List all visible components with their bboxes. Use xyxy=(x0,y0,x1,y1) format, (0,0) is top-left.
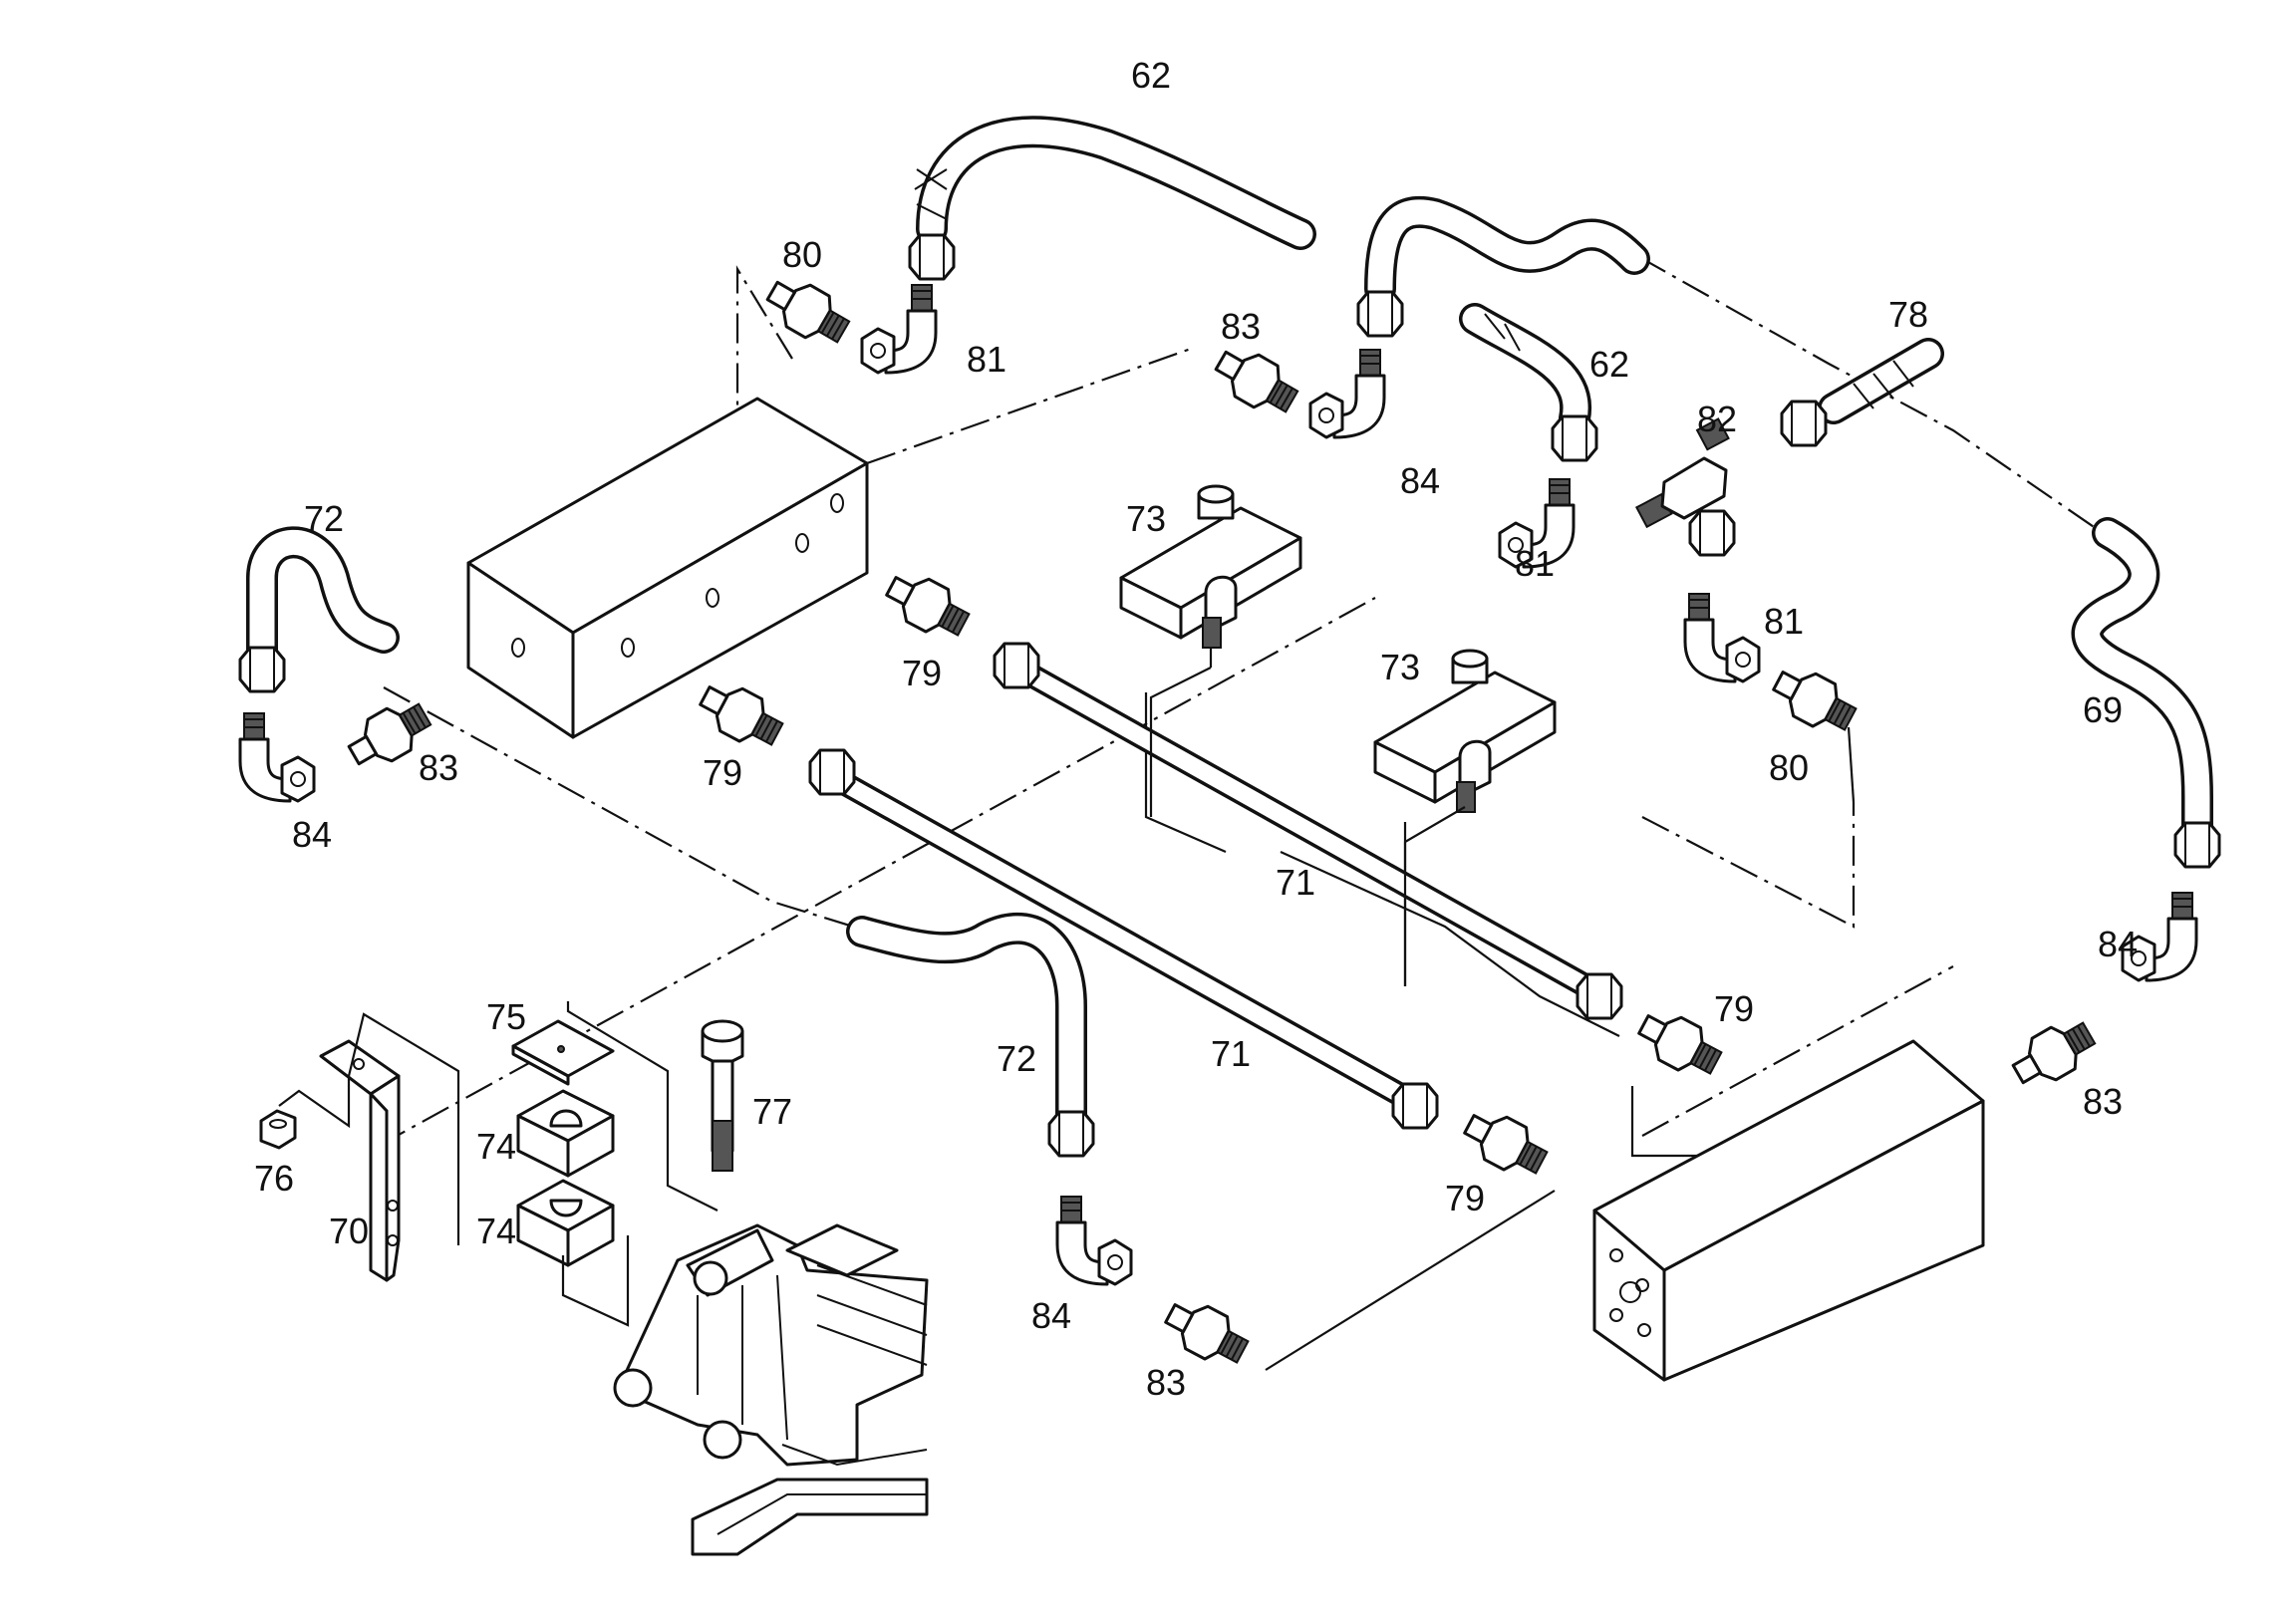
clamps-73 xyxy=(1119,484,1557,986)
callout-81: 81 xyxy=(1515,543,1555,584)
callout-72: 72 xyxy=(997,1038,1036,1079)
callout-73: 73 xyxy=(1126,498,1166,539)
callout-83: 83 xyxy=(1146,1362,1186,1403)
callout-81: 81 xyxy=(1764,601,1804,642)
callout-80: 80 xyxy=(782,234,822,275)
callout-labels: 62 80 81 83 84 62 78 82 81 81 80 69 72 7… xyxy=(254,55,2138,1403)
callout-78: 78 xyxy=(1888,294,1928,335)
callout-82: 82 xyxy=(1697,399,1737,439)
callout-75: 75 xyxy=(486,996,526,1037)
callout-69: 69 xyxy=(2083,689,2123,730)
callout-72: 72 xyxy=(304,498,344,539)
callout-62: 62 xyxy=(1131,55,1171,96)
callout-84: 84 xyxy=(1031,1295,1071,1336)
callout-76: 76 xyxy=(254,1158,294,1199)
callout-79: 79 xyxy=(1714,988,1754,1029)
valve-block-right xyxy=(1592,1039,1985,1382)
callout-79: 79 xyxy=(902,653,942,693)
callout-71: 71 xyxy=(1211,1033,1251,1074)
pipes-71 xyxy=(830,661,1616,1118)
callout-83: 83 xyxy=(2083,1081,2123,1122)
fittings xyxy=(238,233,2221,1375)
callout-80: 80 xyxy=(1769,747,1809,788)
callout-84: 84 xyxy=(2098,924,2138,964)
callout-70: 70 xyxy=(329,1211,369,1251)
mounting-hardware xyxy=(259,1001,744,1327)
valve-block-left xyxy=(466,397,869,739)
callout-74: 74 xyxy=(476,1126,516,1167)
callout-73: 73 xyxy=(1380,647,1420,687)
callout-84: 84 xyxy=(292,814,332,855)
callout-79: 79 xyxy=(1445,1178,1485,1218)
boom-frame-partial xyxy=(613,1223,929,1556)
callout-71: 71 xyxy=(1276,862,1315,903)
callout-83: 83 xyxy=(1221,306,1261,347)
callout-83: 83 xyxy=(419,747,458,788)
callout-84: 84 xyxy=(1400,460,1440,501)
callout-62: 62 xyxy=(1589,344,1629,385)
hoses xyxy=(246,116,2213,1132)
callout-74: 74 xyxy=(476,1211,516,1251)
callout-79: 79 xyxy=(703,752,742,793)
callout-81: 81 xyxy=(967,339,1006,380)
callout-77: 77 xyxy=(752,1091,792,1132)
